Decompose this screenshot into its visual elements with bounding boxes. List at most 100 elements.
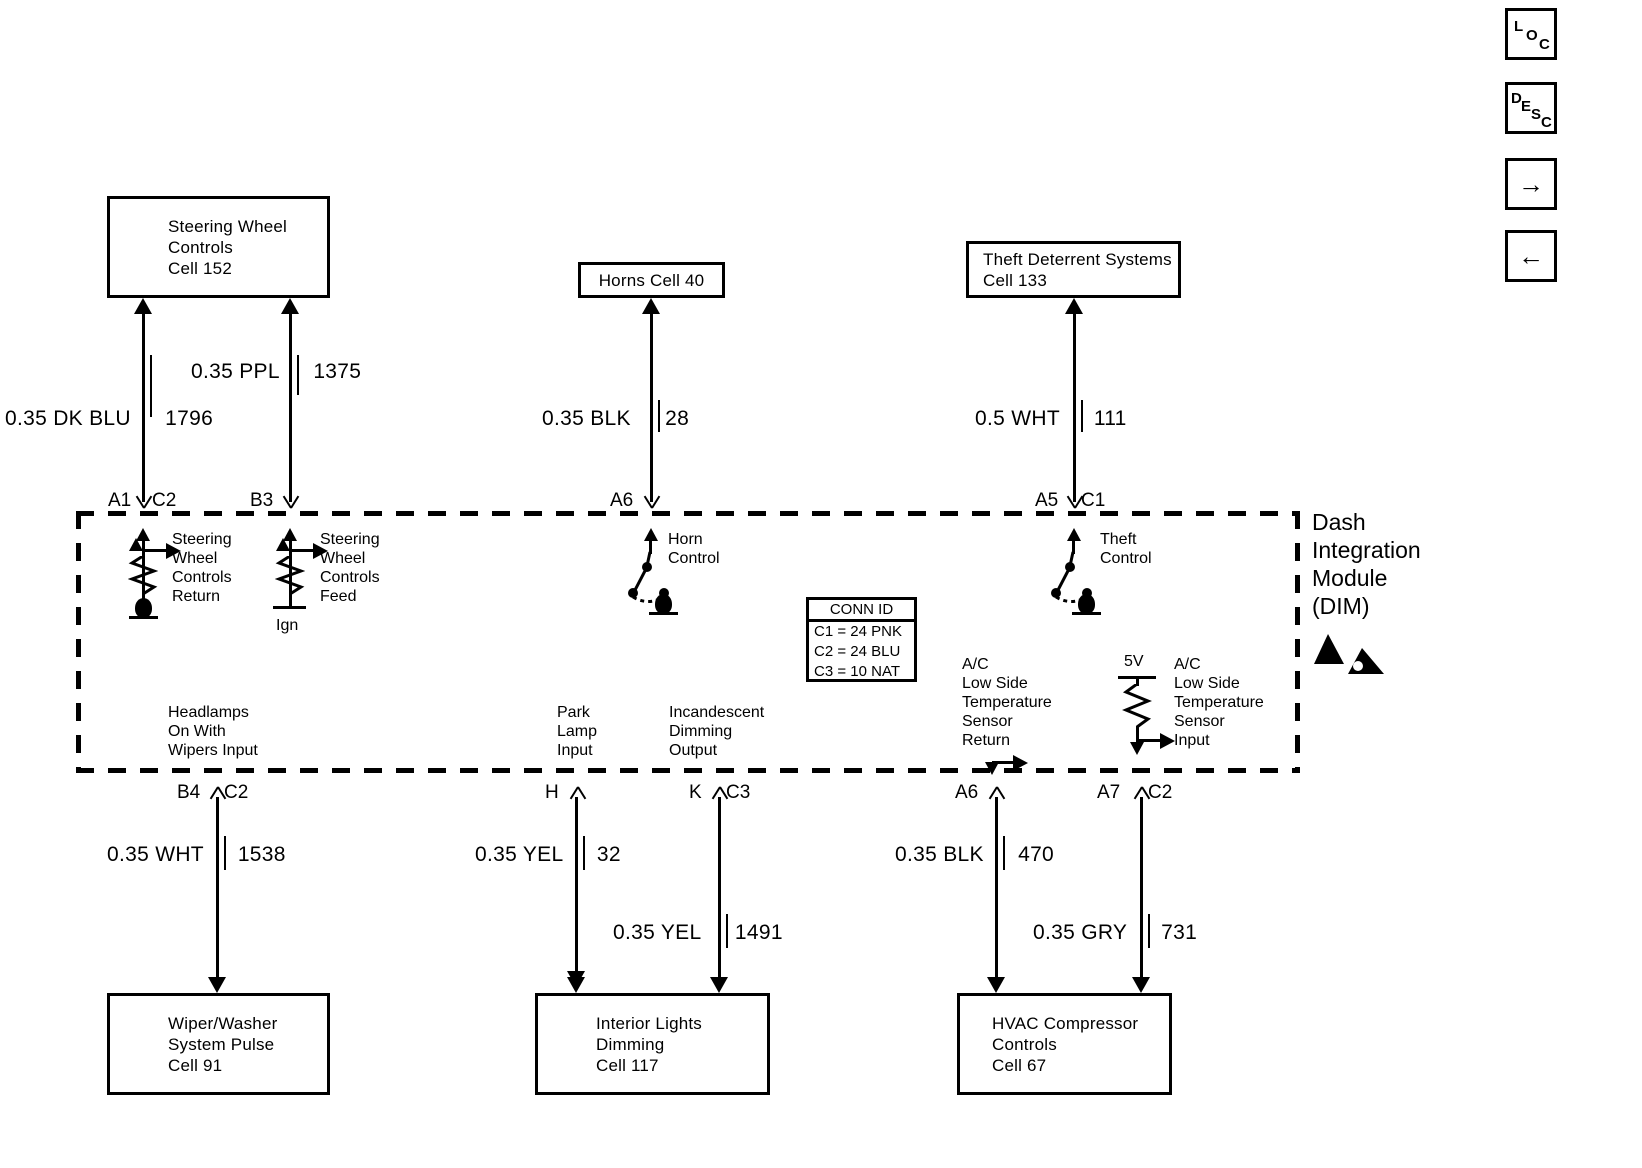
internal-line-b3	[289, 540, 292, 598]
wire-label-sep-1375	[297, 355, 299, 395]
label-line: Control	[668, 550, 720, 567]
label-line: Return	[172, 588, 221, 605]
dim-module-boundary	[76, 511, 1300, 773]
wire-circuit-number: 1796	[165, 407, 214, 430]
box-steering-wheel-controls[interactable]: Steering Wheel Controls Cell 152	[107, 196, 330, 298]
terminal-conn-c2-b4: C2	[224, 782, 249, 803]
label-headlamps-on-with-wipers: Headlamps On With Wipers Input	[168, 703, 258, 760]
next-button[interactable]: →	[1505, 158, 1557, 210]
wire-circuit-number: 1538	[237, 843, 286, 866]
label-line: A/C	[962, 656, 989, 673]
internal-line-a1	[142, 540, 145, 598]
terminal-pin-a6-bottom: A6	[955, 782, 979, 803]
label-line: Incandescent	[669, 704, 765, 721]
conn-id-title: CONN ID	[809, 600, 914, 622]
wire-line-32	[575, 797, 578, 979]
resistor-b3	[275, 556, 305, 596]
box-line: Cell 91	[168, 1055, 223, 1075]
terminal-pin-b4: B4	[177, 782, 201, 803]
arrow-up-1375	[281, 298, 299, 314]
label-line: Feed	[320, 588, 357, 605]
dim-border-top	[76, 511, 1300, 516]
arrow-left-icon: ←	[1518, 241, 1544, 271]
box-interior-lights[interactable]: Interior Lights Dimming Cell 117	[535, 993, 770, 1095]
box-line: System Pulse	[168, 1034, 275, 1054]
ground-bar-a1	[129, 616, 158, 619]
label-line: Park	[557, 704, 590, 721]
wire-label-sep-470	[1003, 836, 1005, 870]
wire-circuit-number: 1491	[734, 921, 783, 944]
label-incandescent-dimming-output: Incandescent Dimming Output	[669, 703, 764, 760]
label-line: Output	[669, 742, 718, 759]
dim-border-left	[76, 511, 81, 773]
box-line: Wiper/Washer	[168, 1013, 278, 1033]
arrow-internal-a1	[136, 528, 150, 541]
terminal-pin-k: K	[689, 782, 702, 803]
label-line: A/C	[1174, 656, 1201, 673]
wire-line-470	[995, 797, 998, 979]
wire-circuit-number: 731	[1161, 921, 1198, 944]
arrow-tap-up-a1	[129, 538, 143, 551]
wire-circuit-number: 111	[1093, 407, 1127, 430]
arrow-internal-a6-top	[644, 528, 658, 541]
line-5v-to-resistor	[1136, 676, 1139, 686]
conn-id-row: C2 = 24 BLU	[814, 643, 901, 660]
label-swc-return: Steering Wheel Controls Return	[172, 530, 232, 606]
wire-label-sep-28	[658, 400, 660, 432]
terminal-pin-a7: A7	[1097, 782, 1121, 803]
arrow-up-111	[1065, 298, 1083, 314]
wire-label-sep-1538	[224, 836, 226, 870]
conn-id-row: C1 = 24 PNK	[814, 623, 902, 640]
box-line: Horns Cell 40	[598, 270, 705, 290]
loc-button[interactable]: L O C	[1505, 8, 1557, 60]
tap-line-b3	[290, 549, 318, 552]
terminal-pin-a5: A5	[1035, 490, 1059, 511]
arrow-right-b3	[313, 543, 328, 559]
module-pointer-icon	[1314, 634, 1384, 674]
box-theft-deterrent-systems[interactable]: Theft Deterrent Systems Cell 133	[966, 241, 1181, 298]
ground-bar-a6	[649, 612, 678, 615]
wire-label-731: 0.35 GRY 731	[1033, 921, 1197, 945]
label-line: Control	[1100, 550, 1152, 567]
wire-label-text: 0.35 GRY	[1033, 921, 1127, 944]
box-line: Cell 67	[992, 1055, 1047, 1075]
ground-symbol-a6	[655, 594, 672, 614]
box-wiper-washer[interactable]: Wiper/Washer System Pulse Cell 91	[107, 993, 330, 1095]
box-horns[interactable]: Horns Cell 40	[578, 262, 725, 298]
arrow-down-ac-return	[985, 762, 999, 775]
prev-button[interactable]: ←	[1505, 230, 1557, 282]
label-line: Lamp	[557, 723, 598, 740]
box-hvac-compressor[interactable]: HVAC Compressor Controls Cell 67	[957, 993, 1172, 1095]
terminal-conn-c3: C3	[726, 782, 751, 803]
box-line: Steering Wheel	[168, 216, 288, 236]
arrow-right-ac-return	[1013, 755, 1028, 771]
label-line: Wheel	[172, 550, 218, 567]
label-line: Sensor	[1174, 713, 1225, 730]
wire-circuit-number: 470	[1018, 843, 1055, 866]
wire-label-sep-1491	[726, 914, 728, 948]
wire-label-text: 0.35 PPL	[191, 360, 280, 383]
wire-label-text: 0.35 YEL	[613, 921, 701, 944]
wire-label-sep-1796	[150, 355, 152, 417]
ign-bar	[273, 606, 306, 609]
label-line: Input	[557, 742, 593, 759]
terminal-conn-c2-a7: C2	[1148, 782, 1173, 803]
ground-symbol-a5	[1078, 594, 1095, 614]
terminal-conn-c1: C1	[1081, 490, 1106, 511]
wire-label-1375: 0.35 PPL 1375	[191, 360, 361, 384]
wire-label-text: 0.35 YEL	[475, 843, 563, 866]
terminal-conn-c2-top: C2	[152, 490, 177, 511]
wire-label-1538: 0.35 WHT 1538	[107, 843, 286, 867]
dim-label-line: Integration	[1312, 537, 1421, 563]
ground-symbol-a1	[135, 598, 152, 618]
label-line: Input	[1174, 732, 1210, 749]
resistor-pullup	[1122, 684, 1152, 729]
wire-line-28	[650, 312, 653, 502]
terminal-pin-a1: A1	[108, 490, 132, 511]
desc-button[interactable]: D E S C	[1505, 82, 1557, 134]
ground-bar-a5	[1072, 612, 1101, 615]
terminal-pin-b3: B3	[250, 490, 274, 511]
line-resistor-to-node	[1136, 726, 1139, 748]
wire-label-111: 0.5 WHT 111	[975, 407, 1127, 431]
line-a5-stub	[1072, 540, 1075, 554]
